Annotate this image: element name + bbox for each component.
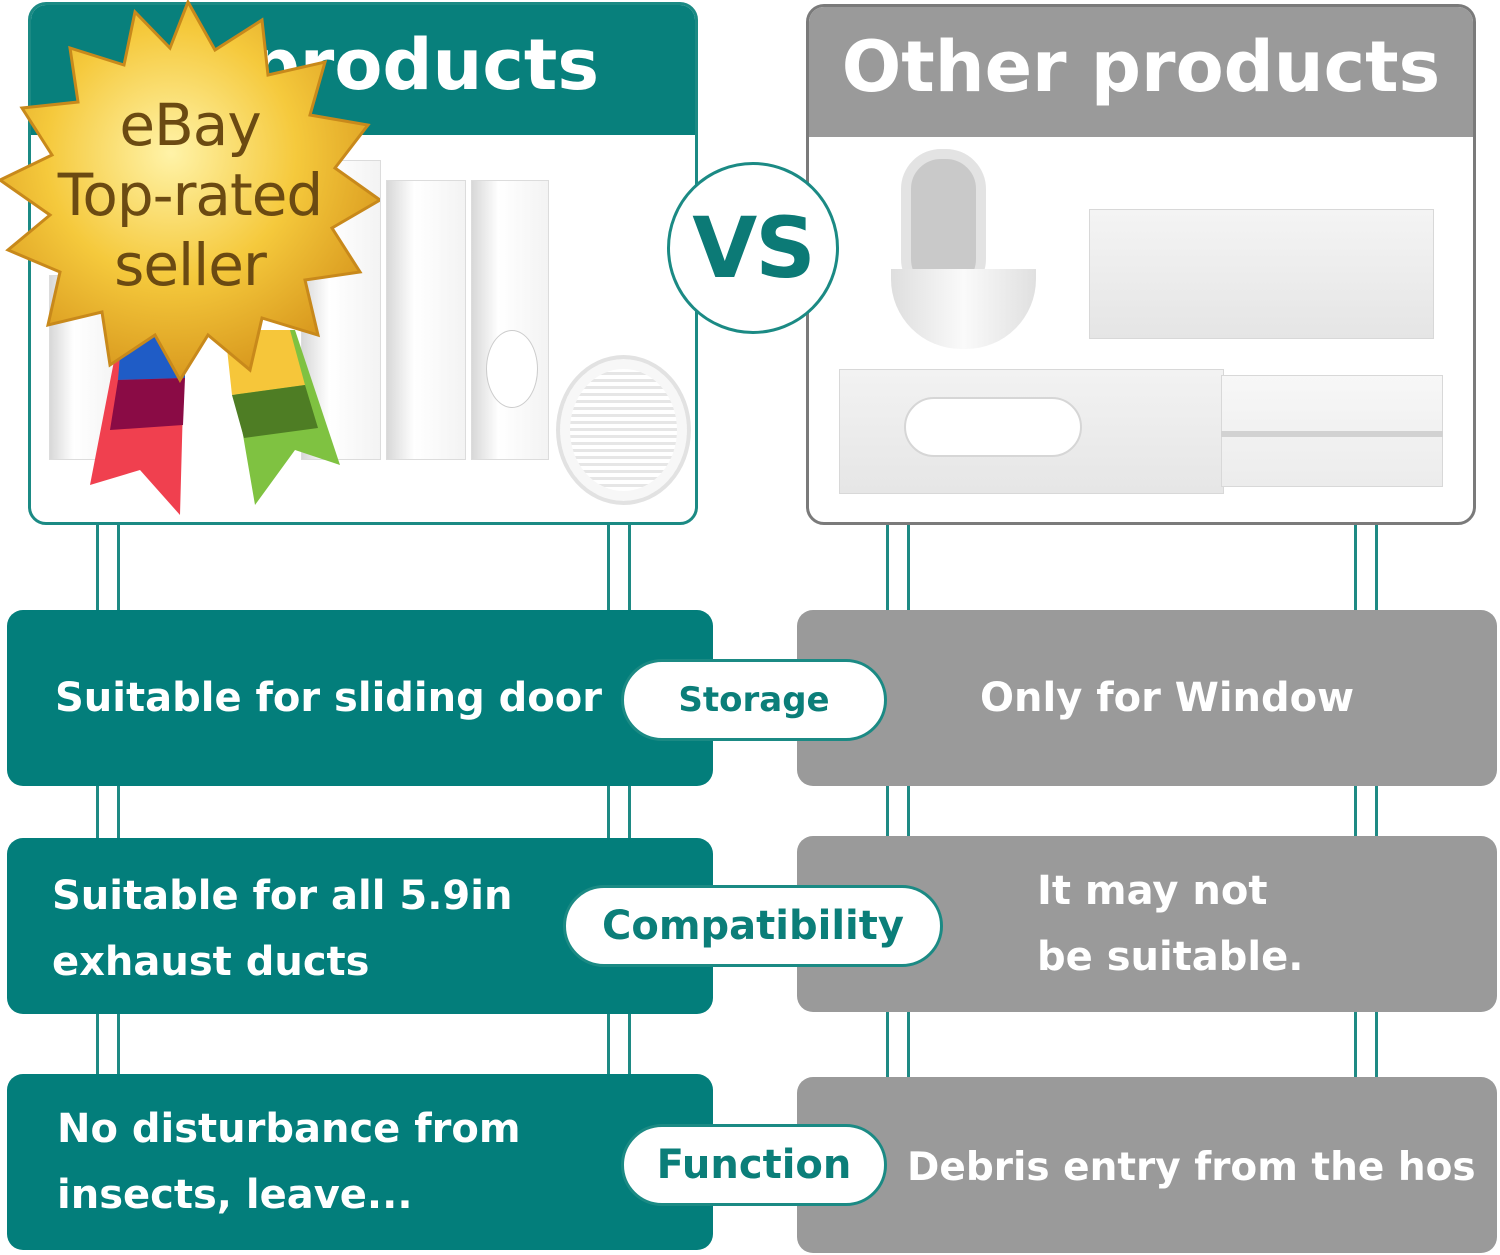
connector-rail <box>1354 525 1378 1085</box>
function-left-row: No disturbance from insects, leave... <box>7 1074 713 1250</box>
function-category-pill: Function <box>621 1124 887 1206</box>
connector-rail <box>96 525 120 1085</box>
connector-rail <box>886 525 910 1085</box>
compatibility-left-row: Suitable for all 5.9in exhaust ducts <box>7 838 713 1014</box>
vs-circle: VS <box>667 162 839 334</box>
connector-rail <box>607 525 631 1085</box>
compatibility-right-text: It may not be suitable. <box>1037 868 1304 980</box>
compatibility-left-text: Suitable for all 5.9in exhaust ducts <box>52 873 513 985</box>
function-right-text: Debris entry from the hos <box>907 1145 1476 1190</box>
compatibility-right-row: It may not be suitable. <box>797 836 1497 1012</box>
compatibility-category-pill: Compatibility <box>563 885 943 967</box>
function-right-row: Debris entry from the hos <box>797 1077 1497 1253</box>
badge-text: eBay Top-rated seller <box>57 91 323 299</box>
storage-left-text: Suitable for sliding door <box>55 675 602 721</box>
storage-right-row: Only for Window <box>797 610 1497 786</box>
award-seal-icon <box>0 0 383 515</box>
top-rated-seller-badge: eBay Top-rated seller <box>0 0 383 520</box>
storage-right-text: Only for Window <box>980 675 1355 721</box>
storage-left-row: Suitable for sliding door <box>7 610 713 786</box>
other-product-title: Other products <box>809 7 1473 137</box>
function-left-text: No disturbance from insects, leave... <box>57 1106 521 1218</box>
storage-category-pill: Storage <box>621 659 887 741</box>
other-product-card: Other products <box>806 4 1476 525</box>
